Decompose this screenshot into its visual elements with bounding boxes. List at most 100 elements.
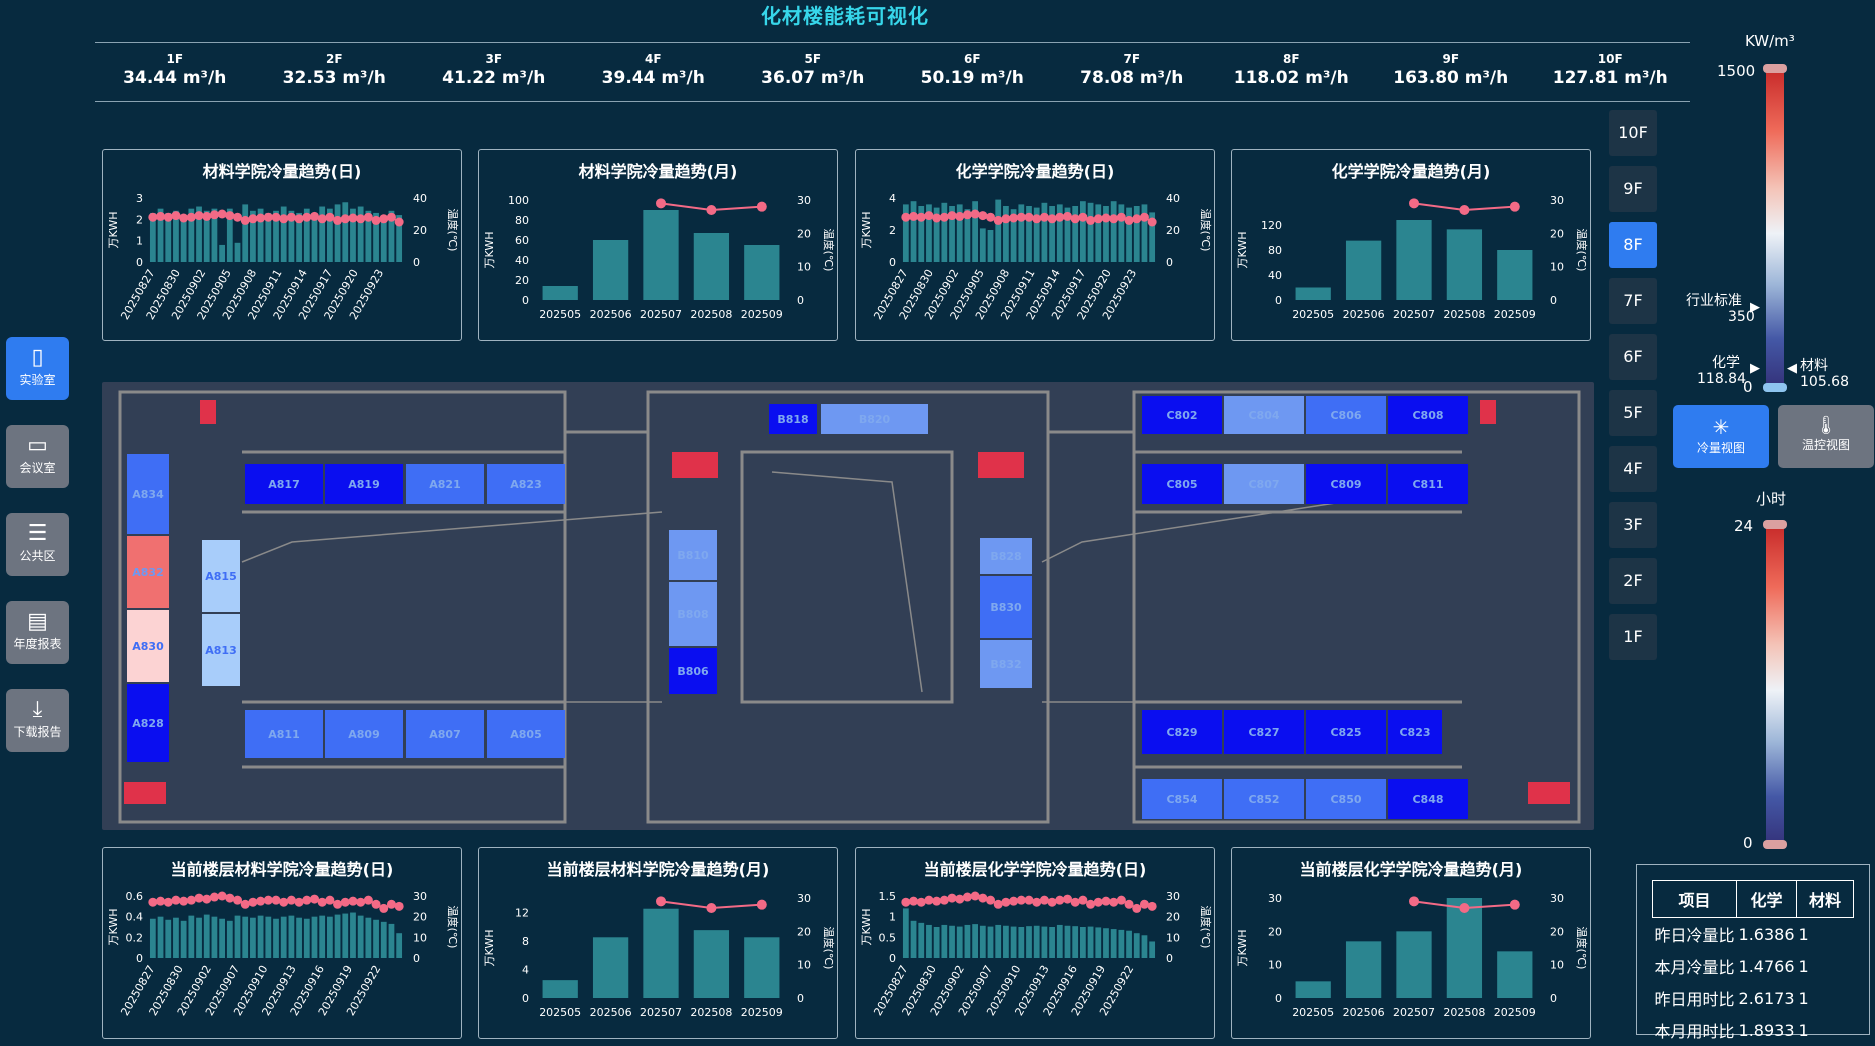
temperature-point xyxy=(386,212,396,222)
y2-axis-label: 温度(℃) xyxy=(446,906,460,949)
bar xyxy=(542,980,578,998)
room-b820[interactable]: B820 xyxy=(821,404,928,434)
temperature-point xyxy=(317,214,327,224)
y2-tick-label: 40 xyxy=(413,192,427,205)
room-a815[interactable]: A815 xyxy=(202,540,240,612)
bar xyxy=(1110,929,1117,958)
room-a832[interactable]: A832 xyxy=(127,536,169,608)
room-c854[interactable]: C854 xyxy=(1142,779,1222,819)
floor-button-4f[interactable]: 4F xyxy=(1609,446,1657,492)
floor-button-9f[interactable]: 9F xyxy=(1609,166,1657,212)
room-c807[interactable]: C807 xyxy=(1224,464,1304,504)
bar xyxy=(1010,926,1017,958)
legend-top-cap-bottom xyxy=(1763,383,1787,392)
room-c805[interactable]: C805 xyxy=(1142,464,1222,504)
room-a809[interactable]: A809 xyxy=(325,710,403,758)
room-c808[interactable]: C808 xyxy=(1388,396,1468,434)
bar xyxy=(949,925,955,958)
room-a828[interactable]: A828 xyxy=(127,684,169,762)
room-a823[interactable]: A823 xyxy=(487,464,565,504)
floor-button-2f[interactable]: 2F xyxy=(1609,558,1657,604)
room-b828[interactable]: B828 xyxy=(980,538,1032,574)
room-c850[interactable]: C850 xyxy=(1306,779,1386,819)
room-a805[interactable]: A805 xyxy=(487,710,565,758)
room-c806[interactable]: C806 xyxy=(1306,396,1386,434)
chart-title: 材料学院冷量趋势(月) xyxy=(578,162,738,181)
room-a807[interactable]: A807 xyxy=(406,710,484,758)
room-b806[interactable]: B806 xyxy=(669,648,717,694)
temperature-point xyxy=(202,894,212,904)
sidebar-document-button[interactable]: ▤年度报表 xyxy=(6,601,69,664)
room-a830[interactable]: A830 xyxy=(127,610,169,682)
room-a819[interactable]: A819 xyxy=(325,464,403,504)
sidebar-meeting-button[interactable]: ▭会议室 xyxy=(6,425,69,488)
room-b832[interactable]: B832 xyxy=(980,640,1032,688)
bar xyxy=(350,208,356,262)
room-b830[interactable]: B830 xyxy=(980,576,1032,638)
temperature-point xyxy=(1147,901,1157,911)
temperature-point xyxy=(1139,899,1149,909)
bar xyxy=(326,916,333,958)
legend-bottom-unit: 小时 xyxy=(1756,490,1787,508)
room-a817[interactable]: A817 xyxy=(245,464,323,504)
bar xyxy=(1003,206,1009,262)
sidebar-layers-button[interactable]: ☰公共区 xyxy=(6,513,69,576)
room-c827[interactable]: C827 xyxy=(1224,710,1304,754)
floor-button-6f[interactable]: 6F xyxy=(1609,334,1657,380)
y-axis-label: 万KWH xyxy=(483,930,496,967)
room-c811[interactable]: C811 xyxy=(1388,464,1468,504)
room-c848[interactable]: C848 xyxy=(1388,779,1468,819)
room-a813[interactable]: A813 xyxy=(202,614,240,686)
bar xyxy=(326,208,333,262)
floor-button-8f[interactable]: 8F xyxy=(1609,222,1657,268)
room-c823[interactable]: C823 xyxy=(1388,710,1442,754)
sidebar-clipboard-button[interactable]: ▯实验室 xyxy=(6,337,69,400)
room-b808[interactable]: B808 xyxy=(669,582,717,646)
bar xyxy=(1497,250,1533,300)
bar xyxy=(334,914,341,958)
mat-marker-icon: ◀ xyxy=(1787,361,1797,376)
bar xyxy=(173,917,179,958)
temperature-point xyxy=(356,214,366,224)
y-tick-label: 40 xyxy=(1268,269,1282,282)
bar xyxy=(693,930,730,998)
temperature-view-button[interactable]: 🌡 温控视图 xyxy=(1778,405,1874,468)
room-a821[interactable]: A821 xyxy=(406,464,484,504)
room-c825[interactable]: C825 xyxy=(1306,710,1386,754)
cooling-view-button[interactable]: ✳ 冷量视图 xyxy=(1673,405,1769,468)
floor-button-1f[interactable]: 1F xyxy=(1609,614,1657,660)
bar xyxy=(1018,204,1025,262)
room-c802[interactable]: C802 xyxy=(1142,396,1222,434)
bar xyxy=(910,201,917,262)
floor-button-10f[interactable]: 10F xyxy=(1609,110,1657,156)
temperature-point xyxy=(756,899,767,910)
y2-tick-label: 20 xyxy=(1166,911,1180,924)
y-axis-label: 万KWH xyxy=(483,232,496,269)
bar xyxy=(157,208,164,262)
room-c809[interactable]: C809 xyxy=(1306,464,1386,504)
room-b818[interactable]: B818 xyxy=(769,404,817,434)
room-a811[interactable]: A811 xyxy=(245,710,323,758)
temperature-point xyxy=(386,899,396,909)
floor-button-3f[interactable]: 3F xyxy=(1609,502,1657,548)
room-a834[interactable]: A834 xyxy=(127,454,169,534)
room-c804[interactable]: C804 xyxy=(1224,396,1304,434)
temperature-point xyxy=(240,899,250,909)
room-b810[interactable]: B810 xyxy=(669,530,717,580)
room-c829[interactable]: C829 xyxy=(1142,710,1222,754)
floor-button-7f[interactable]: 7F xyxy=(1609,278,1657,324)
floor-flow-label: 3F xyxy=(485,52,503,66)
y2-tick-label: 20 xyxy=(797,227,811,240)
temperature-point xyxy=(1039,895,1049,905)
temperature-point xyxy=(924,211,934,221)
floor-button-5f[interactable]: 5F xyxy=(1609,390,1657,436)
temperature-point xyxy=(148,212,158,222)
floor-flow-value: 50.19 m³/h xyxy=(920,68,1024,88)
y2-tick-label: 10 xyxy=(1550,261,1564,274)
room-c852[interactable]: C852 xyxy=(1224,779,1304,819)
sidebar-download-button[interactable]: ⤓下载报告 xyxy=(6,689,69,752)
